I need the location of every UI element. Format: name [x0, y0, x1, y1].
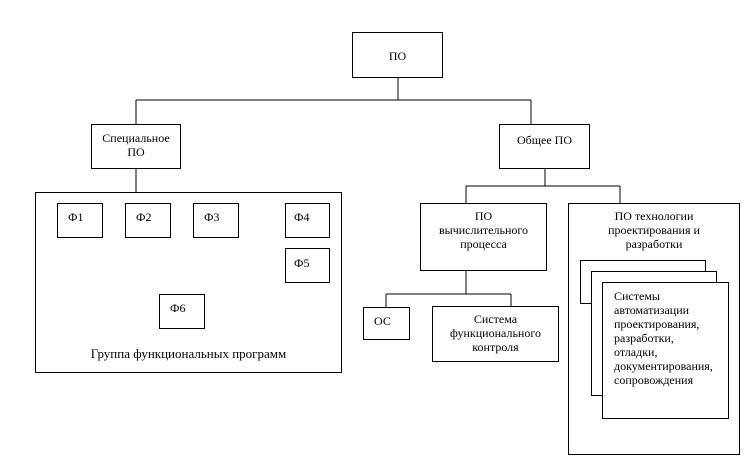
node-special-po-label: Специальное ПО: [102, 131, 170, 159]
node-f1-label: Ф1: [68, 210, 84, 224]
node-tech-po-label: ПО технологии проектирования и разработк…: [608, 209, 700, 251]
node-f4: Ф4: [285, 203, 330, 238]
node-f6-label: Ф6: [170, 301, 186, 315]
node-po-label: ПО: [388, 49, 407, 63]
node-os-label: ОС: [374, 314, 391, 328]
node-f1: Ф1: [57, 203, 103, 238]
node-f4-label: Ф4: [294, 210, 310, 224]
node-po: ПО: [352, 32, 443, 78]
node-f5-label: Ф5: [294, 256, 310, 270]
node-systems-automation-label: Системы автоматизации проектирования, ра…: [614, 289, 713, 387]
node-func-control: Система функционального контроля: [432, 306, 559, 362]
node-f3: Ф3: [193, 203, 239, 238]
node-general-po: Общее ПО: [499, 124, 590, 169]
node-special-po: Специальное ПО: [91, 124, 181, 169]
node-systems-automation: Системы автоматизации проектирования, ра…: [602, 282, 729, 419]
node-f2-label: Ф2: [136, 210, 152, 224]
node-f5: Ф5: [285, 248, 330, 283]
node-comp-process-po-label: ПО вычислительного процесса: [439, 209, 528, 251]
node-os: ОС: [363, 307, 410, 340]
node-f2: Ф2: [125, 203, 171, 238]
node-comp-process-po: ПО вычислительного процесса: [420, 203, 547, 271]
group-label: Группа функциональных программ: [90, 346, 287, 361]
node-func-control-label: Система функционального контроля: [450, 312, 541, 354]
node-f6: Ф6: [159, 294, 205, 329]
node-f3-label: Ф3: [204, 210, 220, 224]
node-general-po-label: Общее ПО: [517, 133, 572, 147]
